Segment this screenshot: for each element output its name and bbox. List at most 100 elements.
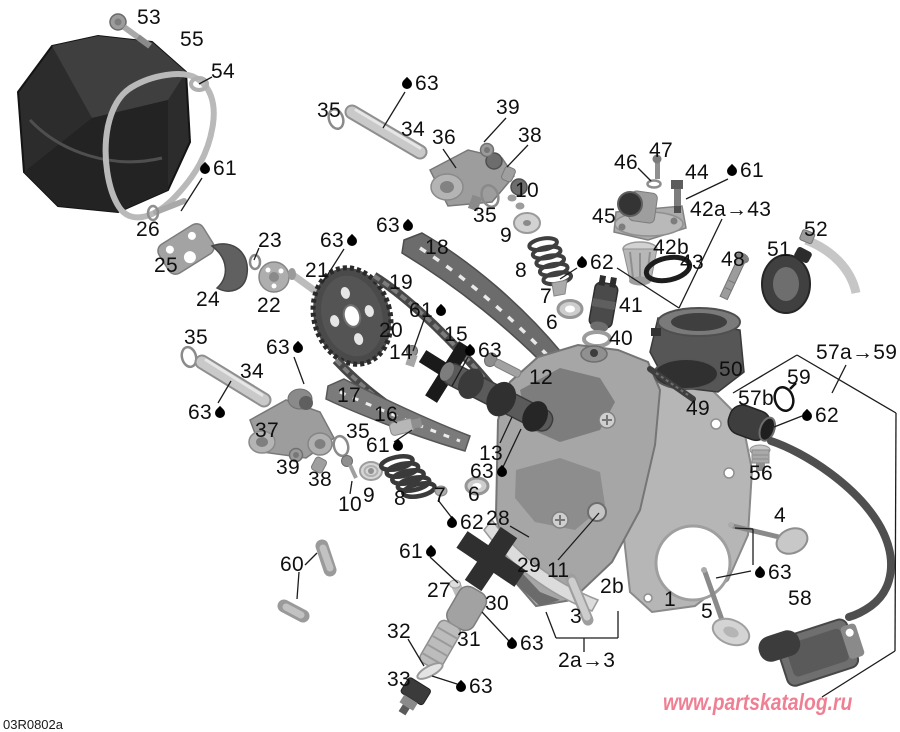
- part-label-47: 47: [649, 140, 673, 162]
- part-number-text: 46: [614, 151, 638, 174]
- leader-line: [557, 512, 600, 561]
- part-label-40: 40: [609, 328, 633, 350]
- part-label-20: 20: [379, 320, 403, 342]
- oring-35-bottom-part: [180, 345, 198, 369]
- part-label-63: 63: [504, 633, 544, 655]
- part-label-17: 17: [337, 385, 361, 407]
- rocker-shaft-34-bottom-part: [194, 354, 272, 408]
- camshaft-13-part: [439, 362, 554, 432]
- part-number-text: 16: [374, 403, 398, 426]
- leader-line: [387, 416, 398, 424]
- part-number-text: 22: [257, 294, 281, 317]
- watermark: www.partskatalog.ru: [663, 689, 853, 715]
- part-number-text: 42a→43: [690, 198, 772, 221]
- oil-drop-icon: [423, 544, 439, 560]
- part-label-61: 61: [724, 160, 764, 182]
- leader-line: [442, 148, 457, 169]
- part-label-50: 50: [719, 359, 743, 381]
- leader-line: [349, 480, 353, 495]
- part-number-text: 2a→3: [558, 649, 616, 672]
- part-label-9: 9: [500, 225, 512, 247]
- part-number-text: 49: [686, 397, 710, 420]
- part-number-text: 8: [515, 259, 527, 282]
- part-number-text: 57b: [738, 387, 774, 410]
- part-number-text: 40: [609, 327, 633, 350]
- leader-line: [429, 556, 459, 584]
- oil-drop-icon: [433, 303, 449, 319]
- part-label-42b: 42b: [653, 237, 689, 259]
- part-label-48: 48: [721, 249, 745, 271]
- rocker-arm-37-part: [248, 388, 335, 459]
- bolt-14-part: [405, 345, 418, 368]
- part-label-14: 14: [389, 342, 413, 364]
- leader-line: [506, 144, 529, 168]
- part-label-41: 41: [619, 295, 643, 317]
- valve-cover-part: [16, 34, 192, 214]
- cover-gasket-54-part: [102, 71, 217, 221]
- part-label-38: 38: [518, 125, 542, 147]
- leader-line: [894, 412, 897, 652]
- plate-25-part: [157, 223, 215, 275]
- part-number-text: 63: [376, 214, 400, 237]
- part-number-text: 61: [366, 434, 390, 457]
- part-label-43: 43: [680, 252, 704, 274]
- part-number-text: 47: [649, 139, 673, 162]
- leader-line: [732, 354, 798, 394]
- spring-seat-9-top-part: [513, 212, 541, 234]
- part-label-19: 19: [389, 272, 413, 294]
- leader-line: [293, 356, 305, 385]
- nut-39-bottom-part: [288, 447, 304, 463]
- part-number-text: 6: [546, 311, 558, 334]
- part-number-text: 41: [619, 294, 643, 317]
- part-number-text: 53: [137, 6, 161, 29]
- leader-line: [796, 354, 897, 414]
- leader-line: [734, 527, 754, 530]
- dowel-rod-3-part: [565, 573, 594, 626]
- leader-line: [499, 416, 513, 444]
- part-label-22: 22: [257, 295, 281, 317]
- oil-drop-icon: [453, 679, 469, 695]
- part-label-63: 63: [376, 215, 416, 237]
- part-number-text: 14: [389, 341, 413, 364]
- part-label-31: 31: [457, 629, 481, 651]
- part-label-13: 13: [479, 443, 503, 465]
- part-number-text: 33: [387, 668, 411, 691]
- part-label-21: 21: [305, 260, 329, 282]
- part-number-text: 63: [478, 339, 502, 362]
- part-label-58: 58: [788, 588, 812, 610]
- part-label-27: 27: [427, 580, 451, 602]
- leader-line: [217, 380, 232, 404]
- oring-35-top-part: [327, 107, 345, 131]
- part-number-text: 39: [496, 96, 520, 119]
- part-label-5: 5: [701, 601, 713, 623]
- leader-line: [509, 525, 530, 538]
- part-label-15: 15: [444, 324, 468, 346]
- part-label-63: 63: [752, 562, 792, 584]
- part-number-text: 12: [529, 366, 553, 389]
- leader-line: [637, 167, 652, 182]
- part-number-text: 63: [188, 401, 212, 424]
- part-number-text: 61: [409, 299, 433, 322]
- part-number-text: 62: [460, 511, 484, 534]
- bolt-53-part: [109, 13, 152, 49]
- leader-line: [678, 218, 723, 309]
- leader-line: [715, 570, 752, 579]
- oil-drop-icon: [344, 233, 360, 249]
- part-number-text: 63: [415, 72, 439, 95]
- part-label-26: 26: [136, 219, 160, 241]
- washer-10-top-part: [507, 194, 525, 210]
- part-number-text: 4: [774, 504, 786, 527]
- part-label-28: 28: [486, 508, 510, 530]
- part-number-text: 63: [520, 632, 544, 655]
- part-number-text: 1: [664, 588, 676, 611]
- part-number-text: 20: [379, 319, 403, 342]
- part-number-text: 62: [815, 404, 839, 427]
- part-label-57a→59: 57a→59: [816, 342, 897, 364]
- part-label-33: 33: [387, 669, 411, 691]
- shaft-26-part: [146, 198, 187, 222]
- leader-line: [685, 178, 729, 200]
- rocker-shaft-34-top-part: [344, 104, 428, 160]
- part-number-text: 63: [470, 460, 494, 483]
- part-number-text: 7: [540, 285, 552, 308]
- part-label-7: 7: [540, 286, 552, 308]
